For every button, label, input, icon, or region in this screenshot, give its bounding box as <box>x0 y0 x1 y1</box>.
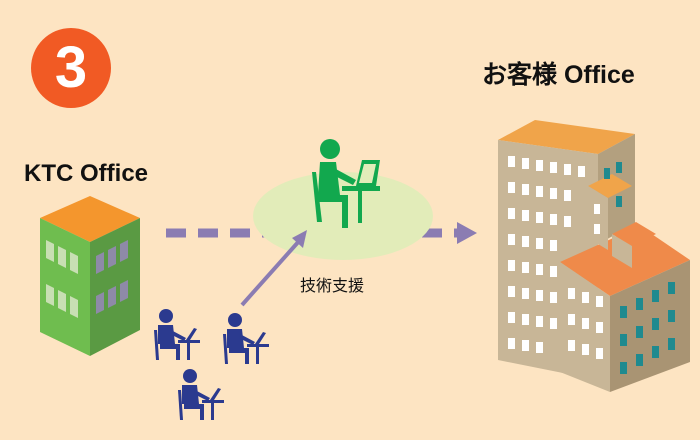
ktc-office-label: KTC Office <box>24 160 149 187</box>
office-tower-icon <box>498 120 690 392</box>
person-at-laptop-icon <box>312 139 380 228</box>
support-arrow <box>240 230 307 307</box>
step-number-badge: 3 <box>31 28 111 108</box>
technical-support-label: 技術支援 <box>300 278 365 295</box>
client-office-label: お客様 Office <box>482 61 635 89</box>
team-at-desks-icon <box>154 309 269 420</box>
office-building-icon <box>40 196 140 356</box>
